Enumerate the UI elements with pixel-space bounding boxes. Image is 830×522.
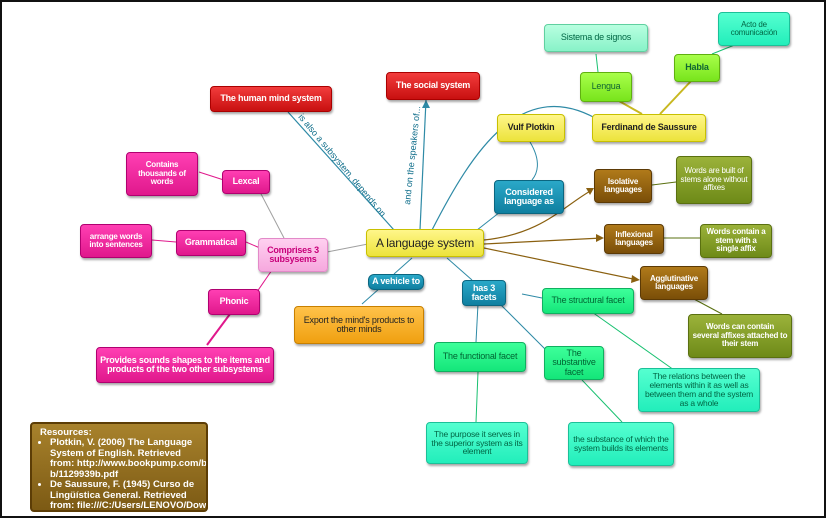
edge-vulf-considered (529, 141, 538, 181)
edge-lexical-comprises (259, 191, 285, 239)
edge-central-agglutinative (483, 247, 639, 281)
resource-item: Plotkin, V. (2006) The Language System o… (50, 437, 208, 480)
node-substantive-desc[interactable]: the substance of which the system builds… (568, 422, 674, 466)
edge-isolative-desc (651, 181, 677, 186)
node-lexical[interactable]: Lexcal (222, 170, 270, 194)
resource-line: from: http://www.bookpump.com/bwr (50, 458, 208, 470)
node-isolative-languages[interactable]: Isolative languages (594, 169, 652, 203)
resource-line: b/1129939b.pdf (50, 468, 119, 480)
node-structural-desc[interactable]: The relations between the elements withi… (638, 368, 760, 412)
resource-line: System of English. Retrieved (50, 447, 181, 459)
resource-line: from: file:///C:/Users/LENOVO/Down (50, 500, 208, 512)
node-grammatical-desc[interactable]: arrange words into sentences (80, 224, 152, 258)
node-social-system[interactable]: The social system (386, 72, 480, 100)
edge-central-vehicle (393, 257, 413, 275)
edge-facets-substantive (497, 301, 549, 353)
resource-line: Lingüística General. Retrieved (50, 489, 187, 501)
node-functional-desc[interactable]: The purpose it serves in the superior sy… (426, 422, 528, 464)
node-inflexional-languages[interactable]: Inflexional languages (604, 224, 664, 254)
resource-item: De Saussure, F. (1945) Curso de Lingüíst… (50, 479, 208, 512)
node-structural-facet[interactable]: The structural facet (542, 288, 634, 314)
arrow-agglutinative (631, 275, 640, 283)
node-agglutinative-desc[interactable]: Words can contain several affixes attach… (688, 314, 792, 358)
node-lengua[interactable]: Lengua (580, 72, 632, 102)
node-ferdinand-de-saussure[interactable]: Ferdinand de Saussure (592, 114, 706, 142)
node-functional-facet[interactable]: The functional facet (434, 342, 526, 372)
node-human-mind-system[interactable]: The human mind system (210, 86, 332, 112)
edge-structural-desc (591, 311, 675, 371)
arrow-isolative (586, 188, 594, 195)
edge-facets-functional (475, 303, 479, 343)
edge-vehicle-export (361, 287, 381, 305)
node-agglutinative-languages[interactable]: Agglutinative languages (640, 266, 708, 300)
edge-grammatical-comprises (245, 241, 261, 249)
node-inflexional-desc[interactable]: Words contain a stem with a single affix (700, 224, 772, 258)
arrow-social (422, 100, 430, 108)
edge-facets-structural (521, 293, 543, 299)
node-grammatical[interactable]: Grammatical (176, 230, 246, 256)
edge-central-social (419, 99, 427, 231)
node-vulf-plotkin[interactable]: Vulf Plotkin (497, 114, 565, 142)
resource-line: Plotkin, V. (2006) The Language (50, 437, 193, 449)
edge-central-facets (446, 257, 473, 281)
node-sistema-de-signos[interactable]: Sistema de signos (544, 24, 648, 52)
node-considered-language-as[interactable]: Considered language as (494, 180, 564, 214)
edge-central-inflexional (483, 237, 603, 245)
edge-grammatical-desc (151, 239, 177, 243)
node-phonic[interactable]: Phonic (208, 289, 260, 315)
node-isolative-desc[interactable]: Words are built of stems alone without a… (676, 156, 752, 204)
node-substantive-facet[interactable]: The substantive facet (544, 346, 604, 380)
node-habla[interactable]: Habla (674, 54, 720, 82)
edge-central-human (287, 111, 395, 231)
edge-comprises-central (326, 243, 369, 253)
resource-line: De Saussure, F. (1945) Curso de (50, 479, 195, 491)
node-comprises-3-subsystems[interactable]: Comprises 3 subsysems (258, 238, 328, 272)
edge-phonic-desc (206, 313, 231, 346)
node-vehicle-to[interactable]: A vehicle to (368, 274, 424, 290)
edge-functional-desc (475, 371, 479, 423)
edge-substantive-desc (581, 379, 623, 423)
edge-agglutinative-desc (691, 297, 723, 315)
resources-list: Plotkin, V. (2006) The Language System o… (40, 437, 208, 512)
node-export-minds-products[interactable]: Export the mind's products to other mind… (294, 306, 424, 344)
edge-lengua-sistema (595, 53, 599, 73)
resources-panel: Resources: Plotkin, V. (2006) The Langua… (30, 422, 208, 512)
node-has-3-facets[interactable]: has 3 facets (462, 280, 506, 306)
node-lexical-desc[interactable]: Contains thousands of words (126, 152, 198, 196)
edge-central-isolative (483, 189, 593, 241)
node-phonic-desc[interactable]: Provides sounds shapes to the items and … (96, 347, 274, 383)
node-acto-de-comunicacion[interactable]: Acto de comunicación (718, 12, 790, 46)
node-language-system[interactable]: A language system (366, 229, 484, 257)
resources-heading: Resources: (40, 427, 92, 438)
edge-saussure-habla (659, 79, 693, 115)
arrow-inflexional (596, 234, 604, 242)
